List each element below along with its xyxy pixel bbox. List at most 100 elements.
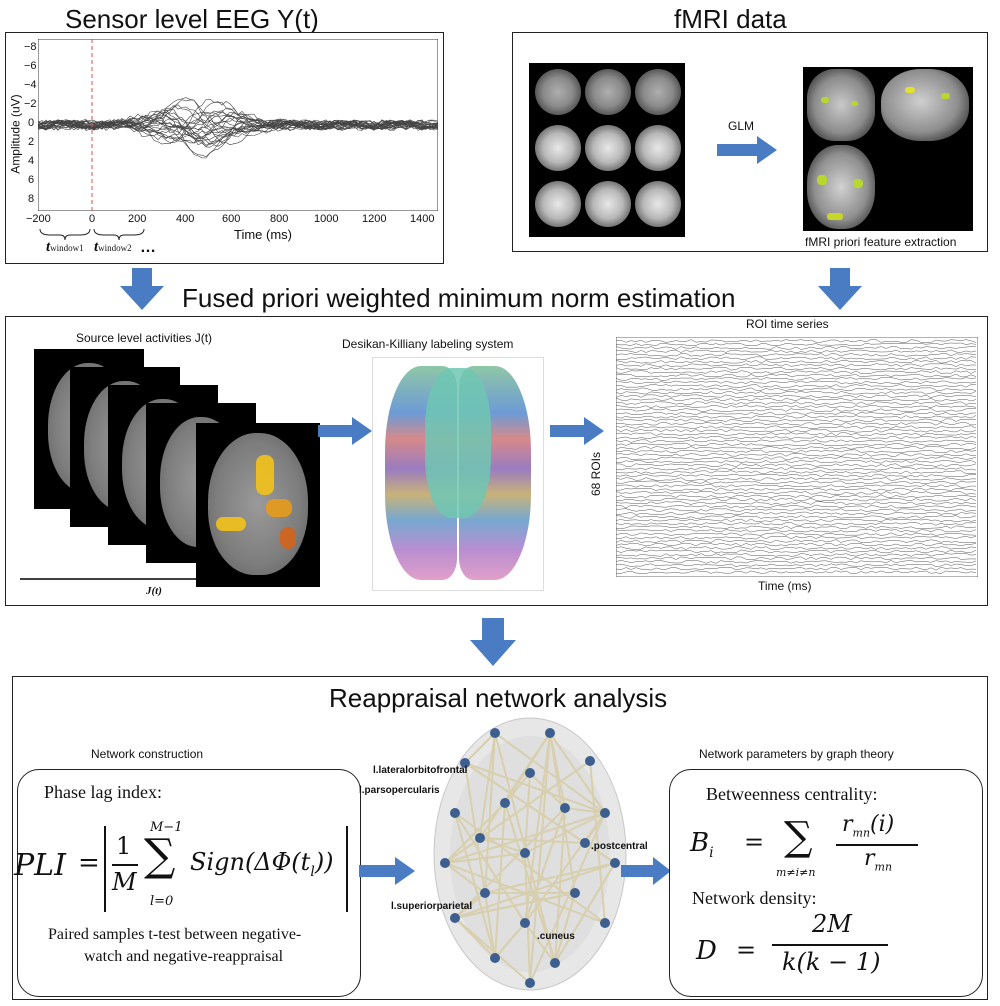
xtick: 1000	[314, 213, 339, 225]
arrow-to-network	[359, 857, 415, 885]
network-edge	[524, 732, 551, 924]
network-edge	[464, 762, 496, 959]
roi-trace	[616, 470, 977, 474]
ytick: 0	[28, 117, 35, 129]
network-node	[490, 728, 500, 738]
network-graph	[433, 717, 627, 991]
network-edge	[589, 760, 606, 924]
roi-trace	[616, 456, 977, 460]
network-edge	[529, 732, 551, 984]
bc-formula: Bi = ∑ m≠i≠n rmn(i) rmn	[690, 806, 980, 886]
network-node	[585, 756, 595, 766]
roi-trace	[616, 466, 977, 471]
roi-trace	[616, 518, 977, 523]
eeg-xticks: −200 0 200 400 600 800 1000 1200 1400	[26, 213, 446, 227]
roi-trace	[616, 425, 977, 429]
ytick: 8	[28, 193, 35, 205]
network-edge	[454, 917, 496, 959]
network-node	[490, 953, 500, 963]
roi-trace	[616, 532, 977, 536]
network-node	[450, 913, 460, 923]
roi-xlabel: Time (ms)	[758, 579, 812, 593]
roi-trace	[616, 342, 977, 347]
roi-trace	[616, 404, 977, 409]
eeg-trace	[38, 117, 438, 132]
roi-trace	[616, 384, 977, 388]
eeg-xlabel: Time (ms)	[234, 227, 293, 242]
pli-title: Phase lag index:	[44, 782, 162, 802]
network-edge	[454, 807, 566, 919]
roi-trace	[616, 522, 977, 526]
eeg-trace	[38, 115, 438, 148]
network-edge	[484, 732, 496, 894]
roi-trace	[616, 453, 977, 457]
roi-trace	[616, 515, 977, 519]
network-edge	[464, 762, 606, 814]
network-edge	[464, 732, 496, 764]
reappraisal-title: Reappraisal network analysis	[329, 683, 668, 713]
roi-trace	[616, 535, 977, 540]
pli-box: Phase lag index: PLI = 1 M M−1 ∑ l=0 Sig…	[14, 769, 361, 997]
network-node	[600, 808, 610, 818]
roi-trace	[616, 484, 977, 488]
roi-trace	[616, 446, 977, 450]
fused-panel: Source level activities J(t) J(t) Desika…	[5, 316, 988, 606]
network-edge	[524, 807, 566, 924]
roi-trace	[616, 397, 977, 402]
ytick: −2	[24, 98, 37, 110]
network-node	[520, 918, 530, 928]
xtick: −200	[26, 213, 51, 225]
roi-trace	[616, 339, 977, 343]
roi-trace	[616, 428, 977, 433]
fmri-caption: fMRI priori feature extraction	[805, 235, 957, 249]
xtick: 0	[89, 213, 96, 225]
roi-trace	[616, 560, 977, 564]
glm-arrow	[717, 136, 777, 164]
ttest-line2: watch and negative-reappraisal	[84, 948, 284, 965]
pli-formula: PLI = 1 M M−1 ∑ l=0 Sign(ΔΦ(tl))	[14, 820, 354, 920]
network-edge	[554, 862, 616, 964]
ytick: −4	[24, 79, 37, 91]
xtick: 200	[128, 213, 147, 225]
source-stack	[34, 349, 324, 589]
roi-trace	[616, 366, 977, 371]
roi-trace	[616, 370, 977, 374]
eeg-trace	[38, 116, 438, 139]
arrow-fused-down	[470, 618, 516, 666]
network-node	[460, 758, 470, 768]
label-cuneus: .cuneus	[537, 931, 575, 942]
xtick: 400	[176, 213, 195, 225]
roi-trace	[616, 449, 977, 454]
roi-plot	[616, 337, 978, 577]
network-edge	[524, 812, 606, 854]
network-edge	[444, 760, 591, 864]
network-edge	[584, 812, 606, 844]
source-label: Source level activities J(t)	[76, 331, 213, 345]
network-construction-heading: Network construction	[91, 747, 204, 761]
roi-trace	[616, 501, 977, 505]
ytick: 6	[28, 174, 35, 186]
roi-trace	[616, 349, 977, 353]
network-node	[560, 803, 570, 813]
label-postcentral: .postcentral	[591, 841, 648, 852]
roi-trace	[616, 539, 977, 543]
network-edge	[454, 812, 606, 924]
roi-trace	[616, 359, 977, 364]
network-node	[440, 858, 450, 868]
label-parsopercularis: l.parsopercularis	[359, 785, 440, 796]
network-node	[610, 858, 620, 868]
roi-trace	[616, 529, 977, 533]
network-node	[570, 888, 580, 898]
network-edge	[454, 812, 526, 924]
network-edge	[454, 892, 576, 919]
eeg-panel: Amplitude (uV) −8 −6 −4 −2 0 2 4 6 8 −20…	[5, 32, 444, 264]
network-edge	[454, 812, 496, 959]
network-node	[475, 833, 485, 843]
eeg-trace	[38, 113, 438, 158]
network-edge	[554, 892, 576, 964]
params-box: Betweenness centrality: Bi = ∑ m≠i≠n rmn…	[669, 769, 983, 997]
roi-trace	[616, 549, 977, 554]
eeg-trace	[38, 107, 438, 139]
roi-trace	[616, 497, 977, 502]
activation-maps	[803, 67, 973, 231]
